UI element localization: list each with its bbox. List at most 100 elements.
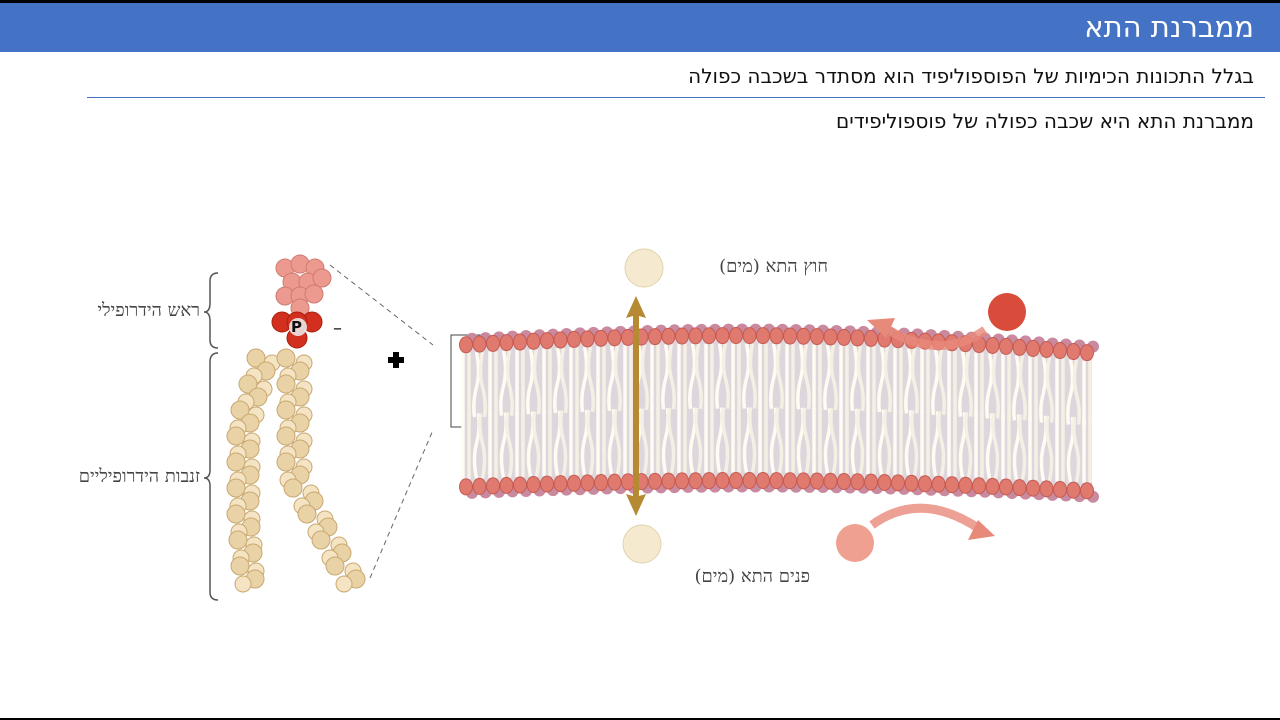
lipid-tail <box>559 410 568 477</box>
curved-arrow-top-head <box>867 318 895 338</box>
outer-lipid-head <box>850 329 865 347</box>
tail-atom <box>311 530 331 550</box>
lipid-tail <box>478 351 487 418</box>
outer-lipid-head <box>864 329 878 347</box>
curved-arrow-bottom <box>869 503 981 532</box>
water-molecule-outside <box>624 248 664 288</box>
lipid-tail <box>991 413 1000 479</box>
lipid-tail <box>1066 359 1075 425</box>
lipid-tail <box>742 343 751 409</box>
tail-atom <box>230 556 250 576</box>
lipid-tail <box>937 349 946 416</box>
outer-lipid-head <box>756 327 770 345</box>
tail-atom <box>276 452 296 472</box>
lipid-tail <box>499 350 508 416</box>
inner-lipid-head <box>756 472 770 490</box>
inner-lipid-head <box>486 477 500 495</box>
tail-atom <box>335 575 353 593</box>
inner-lipid-head <box>837 472 851 490</box>
lipid-tail <box>910 348 919 414</box>
inner-lipid-head <box>580 474 595 492</box>
inner-lipid-head <box>594 474 608 492</box>
inner-lipid-head <box>1012 479 1027 497</box>
lipid-tail <box>688 343 697 410</box>
lipid-tail <box>748 343 757 409</box>
lipid-tail <box>856 408 865 475</box>
lipid-tail <box>607 345 616 412</box>
lipid-tail <box>829 344 838 411</box>
inner-lipid-head <box>526 476 541 494</box>
outer-lipid-head <box>661 327 676 345</box>
inner-lipid-head <box>459 478 473 496</box>
lipid-tail <box>883 346 892 413</box>
lipid-tail <box>667 407 676 474</box>
inner-lipid-head <box>891 474 905 492</box>
outer-lipid-head <box>688 327 703 345</box>
inner-lipid-head <box>472 477 487 495</box>
curved-arrow-top <box>882 324 988 350</box>
inner-lipid-head <box>715 472 730 490</box>
lipid-tail <box>823 344 832 411</box>
lipid-tail <box>559 347 568 414</box>
lipid-tail <box>748 407 757 473</box>
tail-atom <box>325 556 345 576</box>
inner-lipid-head <box>702 472 716 490</box>
curved-arrow-bottom-head <box>968 520 995 540</box>
inner-lipid-head <box>553 475 568 493</box>
outer-lipid-head <box>594 329 608 347</box>
lipid-tail <box>856 345 865 412</box>
hydrophilic-head-label: ראש הידרופילי <box>97 300 200 321</box>
inner-lipid-head <box>1026 479 1040 497</box>
lipid-tail <box>802 407 811 474</box>
head-atom <box>312 268 332 288</box>
inside-cell-label: פנים התא (מים) <box>694 566 810 587</box>
inner-lipid-head <box>742 472 757 490</box>
lipid-tail <box>964 412 973 478</box>
outer-lipid-head <box>796 327 811 345</box>
lipid-tail <box>937 410 946 477</box>
lipid-tail <box>877 346 886 413</box>
lipid-tail <box>1045 357 1054 423</box>
inner-lipid-head <box>958 476 973 494</box>
outer-lipid-head <box>742 327 757 345</box>
lipid-tail <box>883 409 892 475</box>
tail-atom <box>246 348 266 368</box>
title-bar: ממברנת התא <box>0 3 1280 52</box>
outer-lipid-head <box>1066 343 1081 361</box>
inner-lipid-head <box>931 475 946 493</box>
lipid-tail <box>613 345 622 412</box>
divider <box>87 97 1265 98</box>
inner-lipid-head <box>729 472 743 490</box>
lipid-tail <box>472 351 481 418</box>
inner-lipid-head <box>810 472 824 490</box>
tail-atom <box>226 452 246 472</box>
tails-brace <box>203 352 219 601</box>
tail-atom <box>297 504 317 524</box>
lipid-tail <box>694 407 703 474</box>
inner-lipid-head <box>972 477 986 495</box>
lipid-tail <box>1018 414 1027 480</box>
lipid-tail <box>586 346 595 413</box>
bullet-text-2: ממברנת התא היא שכבה כפולה של פוספוליפידי… <box>836 109 1254 133</box>
inner-lipid-head <box>769 472 784 490</box>
lipid-tail <box>505 350 514 416</box>
outer-lipid-head <box>769 327 784 345</box>
plus-icon <box>388 352 404 368</box>
inner-lipid-head <box>648 472 662 490</box>
lipid-tail <box>640 344 649 411</box>
head-brace <box>203 272 219 349</box>
bullet-text-1: בגלל התכונות הכימיות של הפוספוליפיד הוא … <box>688 64 1254 88</box>
tail-atom <box>228 530 248 550</box>
inner-lipid-head <box>1066 481 1081 499</box>
lipid-tail <box>775 343 784 410</box>
inner-lipid-head <box>567 474 581 492</box>
head-atom <box>304 284 324 304</box>
inner-lipid-head <box>850 473 865 491</box>
lipid-tail <box>694 343 703 410</box>
outer-lipid-head <box>1039 340 1054 358</box>
double-arrow-icon <box>626 296 646 516</box>
outer-lipid-head <box>1012 338 1027 356</box>
outside-cell-label: חוץ התא (מים) <box>719 256 828 277</box>
